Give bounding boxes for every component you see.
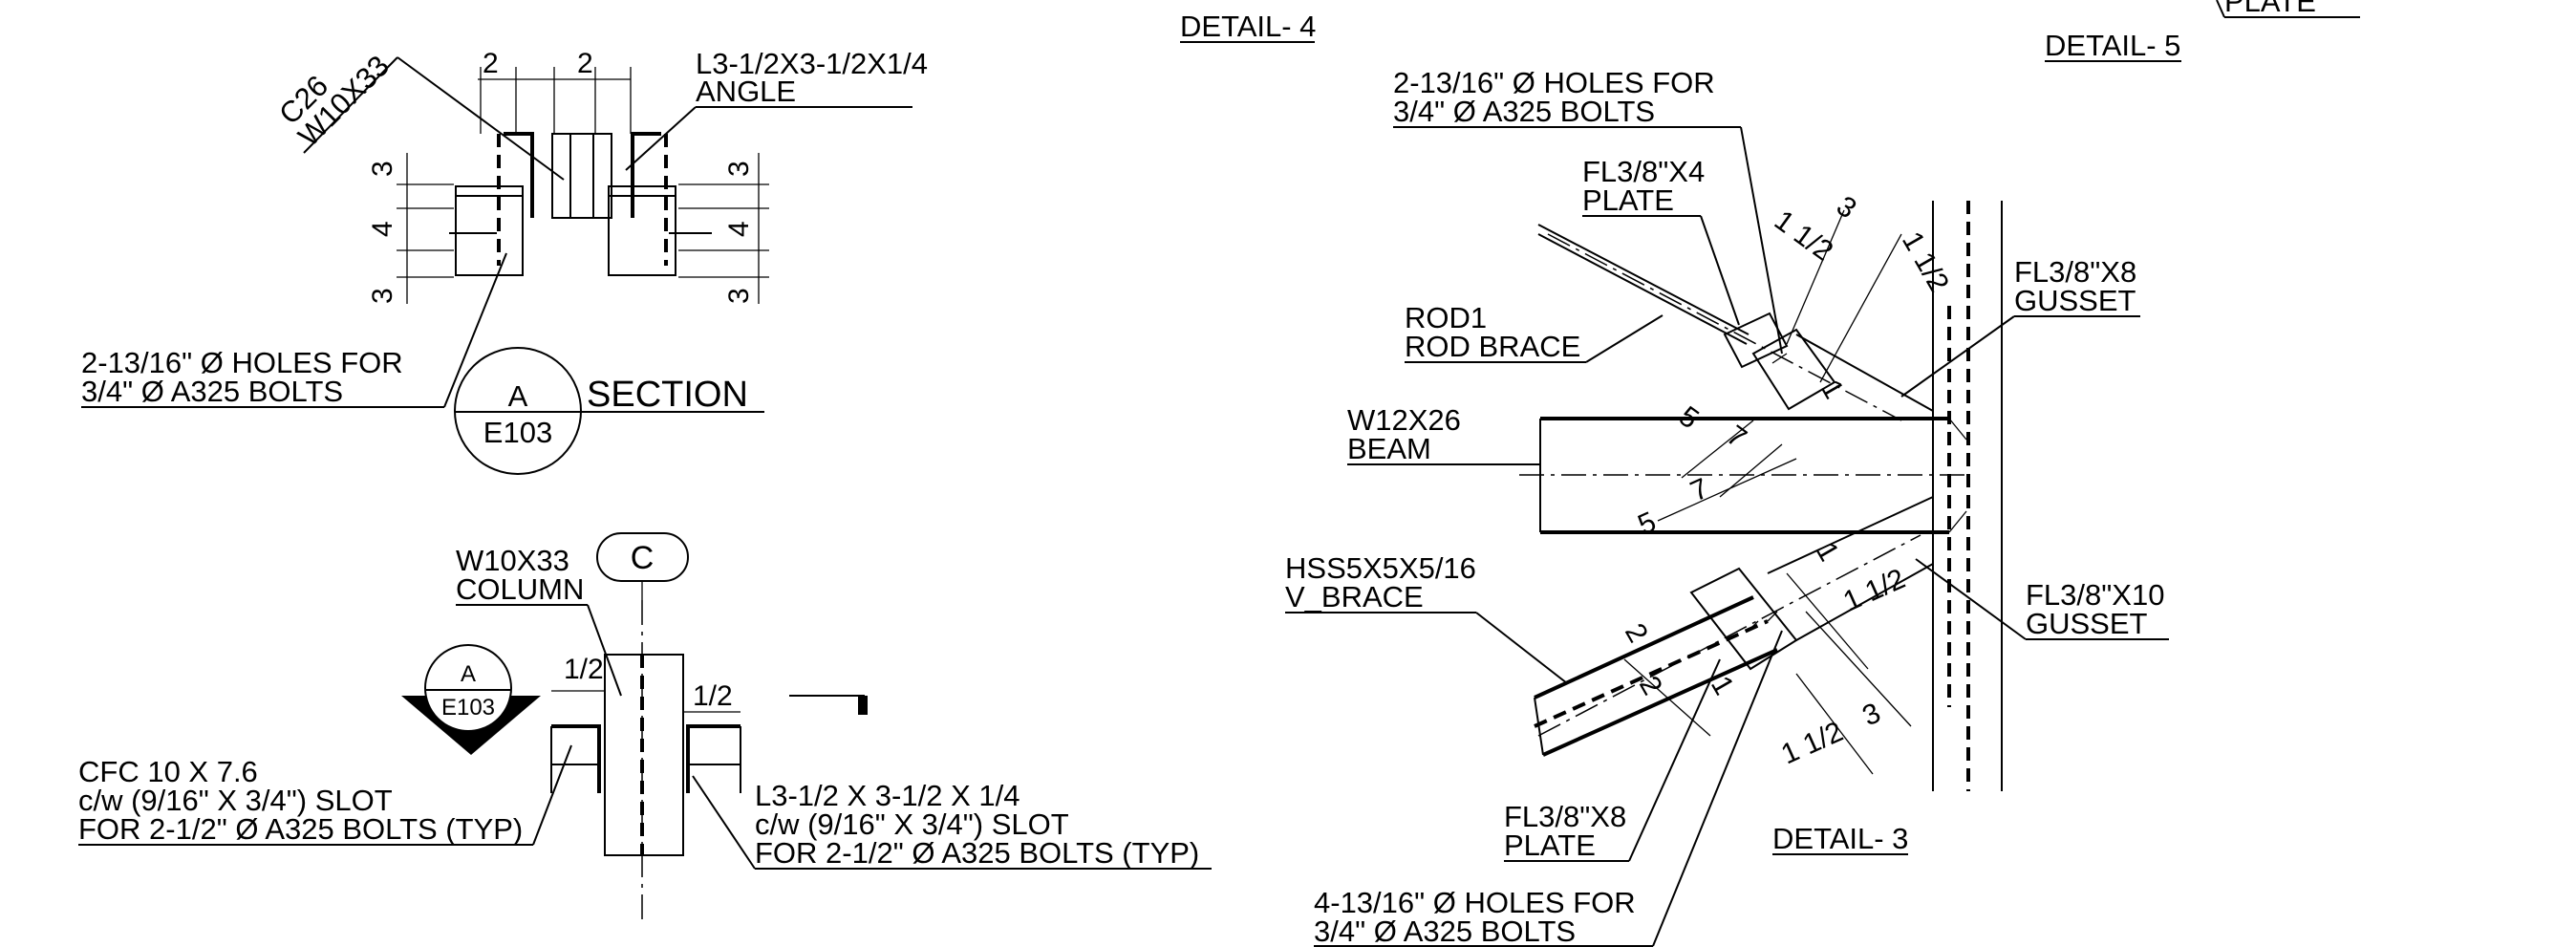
detail-4: 1/2 1/2 W10X33 COLUMN C A E103 CFC 10 X … <box>78 532 1212 923</box>
label-angle-d4-2: c/w (9/16" X 3/4") SLOT <box>755 807 1069 841</box>
label-holes-section-a-1: 2-13/16" Ø HOLES FOR <box>81 346 403 379</box>
label-holes-top-1: 2-13/16" Ø HOLES FOR <box>1393 66 1715 99</box>
label-column: COLUMN <box>456 572 584 606</box>
label-rod-2: ROD BRACE <box>1405 330 1580 363</box>
detail-titles: DETAIL- 4 DETAIL- 5 PLATE DETAIL- 3 <box>1180 0 2360 855</box>
section-a: 2 2 3 4 3 3 4 3 C26 W10X33 L3-1/2X3-1/2X… <box>81 47 928 475</box>
detail-3-title: DETAIL- 3 <box>1772 822 1908 855</box>
c26-left <box>455 185 524 276</box>
label-gusset8-1: FL3/8"X8 <box>2014 255 2136 289</box>
dim-5-b: 5 <box>1633 506 1661 541</box>
w10x33-section <box>551 133 612 219</box>
label-plate4-1: FL3/8"X4 <box>1582 155 1705 188</box>
bubble-letter-a: A <box>508 379 528 413</box>
c26-right <box>608 185 676 276</box>
label-hss-2: V_BRACE <box>1285 580 1424 613</box>
cut-letter-a: A <box>461 661 476 687</box>
label-holes-top-2: 3/4" Ø A325 BOLTS <box>1393 95 1655 128</box>
label-gusset8-2: GUSSET <box>2014 284 2136 317</box>
grid-letter-c: C <box>631 540 655 576</box>
label-cfc-1: CFC 10 X 7.6 <box>78 755 258 788</box>
label-holes-bot-2: 3/4" Ø A325 BOLTS <box>1314 915 1576 947</box>
dim-half-right: 1/2 <box>693 680 733 712</box>
section-title: SECTION <box>587 375 748 415</box>
dim-1-1-2-b: 1 1/2 <box>1896 226 1955 297</box>
dim-1-mid: 1 <box>1810 537 1845 567</box>
detail-5-plate-label: PLATE <box>2224 0 2316 18</box>
label-angle: ANGLE <box>696 75 796 108</box>
label-angle-size: L3-1/2X3-1/2X1/4 <box>696 47 928 80</box>
label-holes-section-a-2: 3/4" Ø A325 BOLTS <box>81 375 343 408</box>
dim-7-a: 7 <box>1721 420 1752 455</box>
label-plate4-2: PLATE <box>1582 183 1674 217</box>
label-cfc-3: FOR 2-1/2" Ø A325 BOLTS (TYP) <box>78 812 523 846</box>
label-column-size: W10X33 <box>456 544 569 577</box>
dim-3-left-b: 3 <box>367 288 398 304</box>
dim-7-b: 7 <box>1685 472 1713 507</box>
dim-1-1-2-a: 1 1/2 <box>1769 204 1838 268</box>
bubble-sheet-e103: E103 <box>483 416 552 449</box>
dim-2-right: 2 <box>577 48 593 79</box>
dim-3-right-a: 3 <box>723 161 755 177</box>
section-cut-bubble <box>424 644 512 732</box>
label-plate8-1: FL3/8"X8 <box>1504 800 1626 833</box>
detail-5-title: DETAIL- 5 <box>2045 29 2180 62</box>
label-hss-1: HSS5X5X5/16 <box>1285 551 1476 585</box>
label-plate8-2: PLATE <box>1504 829 1596 862</box>
detail-3: 3 1 1/2 1 1/2 1 5 7 7 5 1 1 1/2 3 1 1/2 … <box>1285 66 2169 947</box>
label-holes-bot-1: 4-13/16" Ø HOLES FOR <box>1314 886 1636 919</box>
dim-3-right-b: 3 <box>723 288 755 304</box>
dim-3-left-a: 3 <box>367 161 398 177</box>
dim-4-right: 4 <box>723 221 755 237</box>
dim-2-left: 2 <box>483 48 499 79</box>
label-rod-1: ROD1 <box>1405 301 1487 334</box>
dim-half-left: 1/2 <box>564 654 604 685</box>
dim-4-left: 4 <box>367 221 398 237</box>
dim-3-bot: 3 <box>1857 697 1885 732</box>
label-beam-2: BEAM <box>1347 432 1431 465</box>
dim-1-1-2-c: 1 1/2 <box>1838 563 1909 617</box>
dim-3-top: 3 <box>1831 190 1862 226</box>
dim-1-1-2-d: 1 1/2 <box>1776 716 1847 770</box>
label-beam-1: W12X26 <box>1347 403 1461 437</box>
label-angle-d4-3: FOR 2-1/2" Ø A325 BOLTS (TYP) <box>755 836 1199 870</box>
cut-sheet-e103: E103 <box>441 695 495 721</box>
label-cfc-2: c/w (9/16" X 3/4") SLOT <box>78 784 393 817</box>
label-gusset10-1: FL3/8"X10 <box>2026 578 2164 612</box>
label-angle-d4-1: L3-1/2 X 3-1/2 X 1/4 <box>755 779 1020 812</box>
label-gusset10-2: GUSSET <box>2026 607 2148 640</box>
detail-4-title: DETAIL- 4 <box>1180 10 1316 43</box>
